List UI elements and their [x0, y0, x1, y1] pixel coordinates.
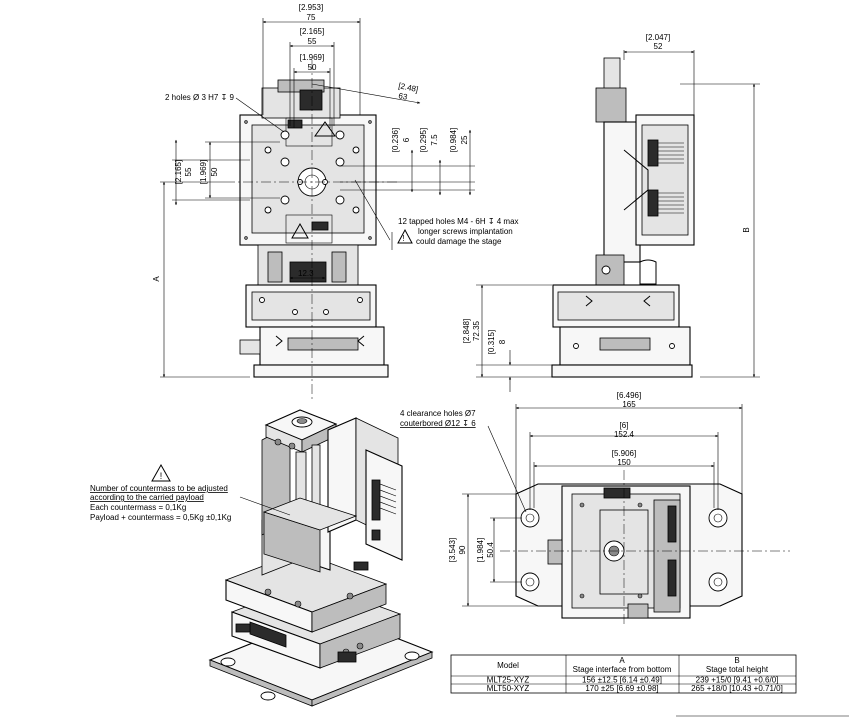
top-view-labels: [6.496] 165 [6] 152.4 [5.906] 150 4 clea… [400, 391, 641, 562]
note-tapped-1: 12 tapped holes M4 - 6H ↧ 4 max [398, 217, 519, 226]
dim-90-inch: [3.543] [448, 538, 457, 562]
dim-h55-mm: 55 [184, 167, 193, 176]
top-view [462, 404, 790, 625]
dim-75-inch: [2.953] [299, 3, 323, 12]
dim-v25-mm: 25 [460, 135, 469, 144]
table-header-b-sub: Stage total height [706, 665, 769, 674]
table-cell-b: 239 +15/0 [9.41 +0.6/0] [696, 676, 779, 685]
note-countermass-2: according to the carried payload [90, 493, 204, 502]
dim-h50-mm: 50 [210, 167, 219, 176]
front-view-labels: [2.953] 75 [2.165] 55 [1.969] 50 [2.48] … [152, 3, 519, 282]
dim-h55-inch: [2.165] [174, 160, 183, 184]
side-connector [623, 139, 684, 217]
dim-55-inch: [2.165] [300, 27, 324, 36]
table-cell-a: 156 ±12.5 [6.14 ±0.49] [582, 676, 662, 685]
dim-52-inch: [2.047] [646, 33, 670, 42]
dim-8-inch: [0.315] [487, 330, 496, 354]
dim-165-mm: 165 [622, 400, 636, 409]
dim-150-inch: [5.906] [612, 449, 636, 458]
dim-v6-inch: [0.236] [391, 128, 400, 152]
dim-165-inch: [6.496] [617, 391, 641, 400]
note-tapped-3: could damage the stage [416, 237, 502, 246]
table-cell-model: MLT25-XYZ [487, 676, 530, 685]
dim-52-mm: 52 [654, 42, 663, 51]
dim-1524-inch: [6] [620, 421, 629, 430]
note-countermass-1: Number of countermass to be adjusted [90, 484, 228, 493]
dim-12-3: 12.3 [298, 269, 314, 278]
dim-1524-mm: 152.4 [614, 430, 635, 439]
dim-v75-inch: [0.295] [419, 128, 428, 152]
note-clearance-1: 4 clearance holes Ø7 [400, 409, 476, 418]
dim-7235-mm: 72.35 [472, 320, 481, 341]
dim-v6-mm: 6 [402, 137, 411, 142]
dim-50-mm: 50 [308, 63, 317, 72]
note-2-holes: 2 holes Ø 3 H7 ↧ 9 [165, 93, 235, 102]
table-header-b: B [734, 656, 739, 665]
dim-90-mm: 90 [458, 545, 467, 554]
table-cell-b: 265 +18/0 [10.43 +0.71/0] [691, 684, 783, 693]
table-header-a-sub: Stage interface from bottom [573, 665, 672, 674]
dim-8-mm: 8 [498, 339, 507, 344]
note-countermass-4: Payload + countermass = 0,5Kg ±0,1Kg [90, 513, 231, 522]
front-view: ! [160, 18, 475, 400]
side-view-labels: [2.047] 52 B [2.848] 72.35 [0.315] 8 [462, 33, 751, 354]
table-row: MLT25-XYZ 156 ±12.5 [6.14 ±0.49] 239 +15… [487, 676, 779, 685]
dim-a-label: A [152, 276, 161, 282]
dim-75-mm: 75 [307, 13, 316, 22]
dim-h50-inch: [1.969] [199, 160, 208, 184]
dim-504-inch: [1.984] [476, 538, 485, 562]
dim-50-inch: [1.969] [300, 53, 324, 62]
dimensions-table: Model A Stage interface from bottom B St… [450, 654, 797, 694]
isometric-view: ! [151, 409, 434, 707]
note-clearance-2: couterbored Ø12 ↧ 6 [400, 419, 476, 428]
dim-150-mm: 150 [617, 458, 631, 467]
svg-text:!: ! [160, 471, 163, 481]
note-tapped-2: longer screws implantation [418, 227, 513, 236]
table-cell-model: MLT50-XYZ [487, 684, 530, 693]
table-row: MLT50-XYZ 170 ±25 [6.69 ±0.98] 265 +18/0… [487, 684, 783, 693]
isometric-labels: Number of countermass to be adjusted acc… [90, 484, 231, 522]
side-view [476, 50, 760, 392]
table-header-a: A [619, 656, 625, 665]
dim-7235-inch: [2.848] [462, 319, 471, 343]
dim-v25-inch: [0.984] [449, 128, 458, 152]
dim-55-mm: 55 [308, 37, 317, 46]
note-countermass-3: Each countermass = 0,1Kg [90, 503, 186, 512]
table-header-model: Model [497, 661, 519, 670]
dim-b-label: B [742, 227, 751, 232]
svg-text:!: ! [402, 234, 404, 243]
dim-504-mm: 50.4 [486, 542, 495, 558]
table-cell-a: 170 ±25 [6.69 ±0.98] [585, 684, 658, 693]
dim-63-mm: 63 [398, 91, 409, 102]
dim-v75-mm: 7.5 [430, 134, 439, 146]
dim-63-inch: [2.48] [398, 81, 419, 94]
